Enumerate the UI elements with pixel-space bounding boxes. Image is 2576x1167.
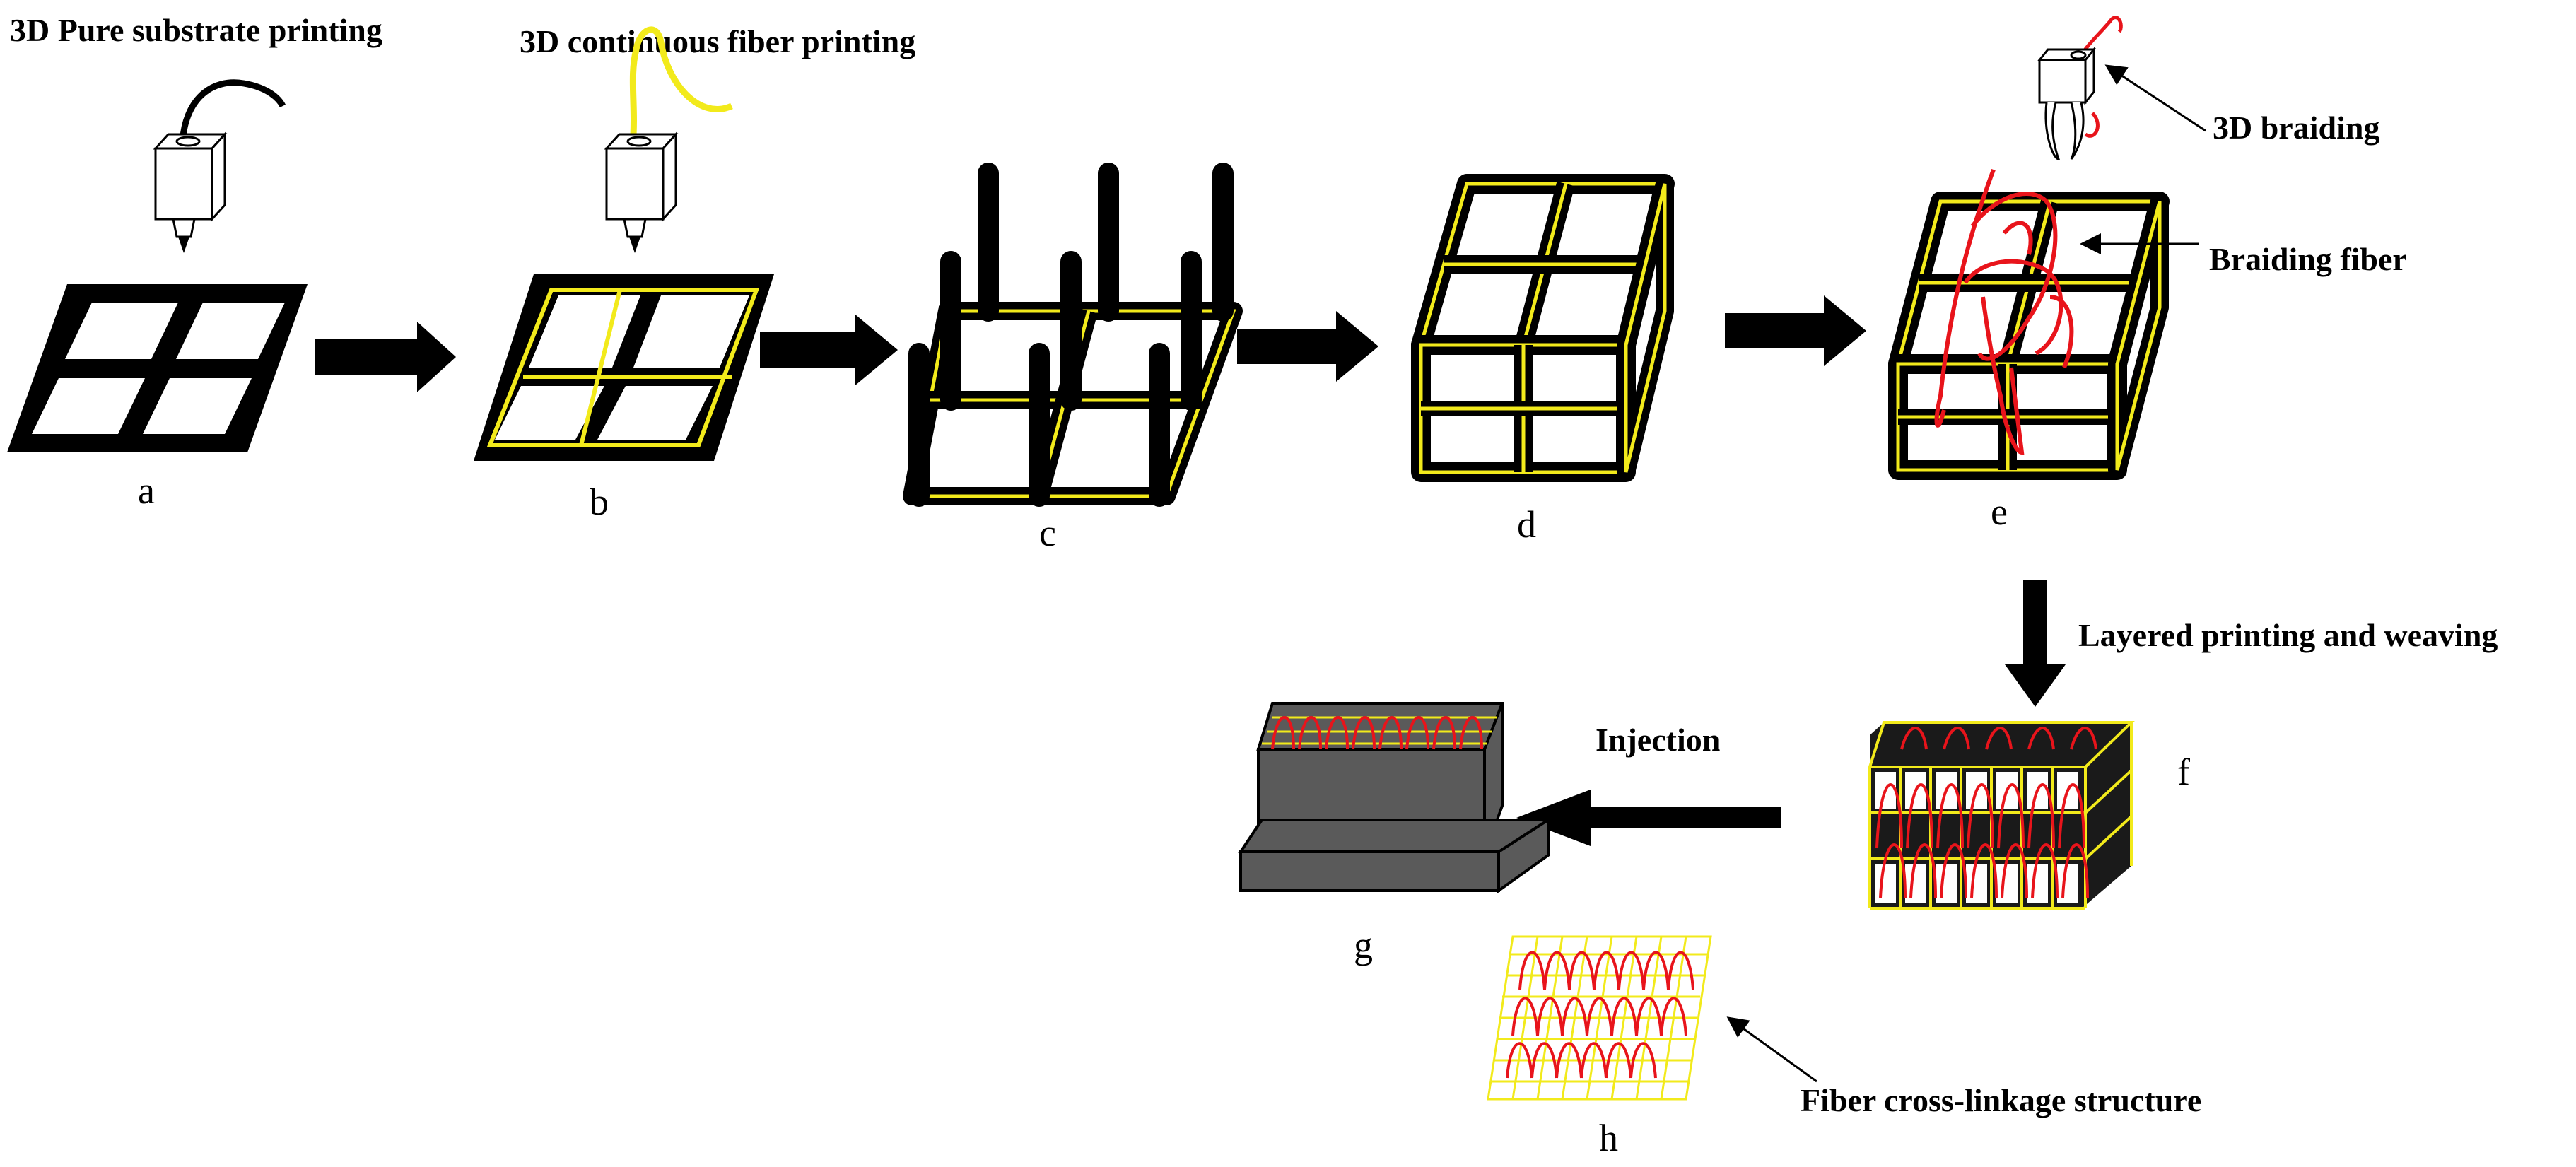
panel-a: a [7, 79, 308, 512]
substrate-grid [7, 284, 308, 452]
panel-label-b: b [590, 481, 609, 523]
vertical-pillars [908, 163, 1234, 507]
black-filament [179, 79, 286, 146]
arrow-f-g [1516, 790, 1781, 846]
panel-label-d: d [1517, 503, 1536, 546]
red-braid-loops [1271, 716, 1483, 750]
layered-label: Layered printing and weaving [2078, 617, 2498, 653]
arrow-b-c [760, 315, 898, 385]
panel-h: h [1487, 935, 1712, 1159]
print-nozzle-icon [153, 131, 228, 253]
panel-label-f: f [2177, 751, 2190, 793]
arrow-c-d [1237, 311, 1378, 382]
fiber-grid [474, 274, 774, 461]
red-braid-loops [1875, 727, 2097, 898]
panel-g: g [1238, 702, 1553, 966]
arrow-a-b [315, 322, 456, 392]
panel-d: d [1411, 174, 1675, 546]
panel-label-c: c [1039, 512, 1056, 554]
panel-label-a: a [138, 469, 155, 512]
panel-f: f [1868, 721, 2190, 910]
braiding-label: 3D braiding [2213, 110, 2379, 146]
braiding-fiber-loops [1934, 168, 2074, 455]
arrow-d-e [1725, 295, 1866, 366]
braiding-fiber-label: Braiding fiber [2209, 241, 2407, 277]
panel-b: b [474, 26, 774, 523]
print-nozzle-icon [604, 131, 679, 253]
panel-c: c [903, 163, 1243, 554]
panel-label-h: h [1599, 1117, 1618, 1159]
cross-linkage-label: Fiber cross-linkage structure [1801, 1082, 2201, 1118]
red-cross-loops [1506, 951, 1694, 1079]
braiding-pointer [2104, 64, 2206, 132]
pure-substrate-label: 3D Pure substrate printing [10, 12, 382, 48]
continuous-fiber-label: 3D continuous fiber printing [520, 23, 915, 59]
panel-label-e: e [1991, 491, 2008, 533]
panel-label-g: g [1354, 924, 1373, 966]
panel-e: e [1888, 16, 2170, 533]
arrow-e-f [2005, 580, 2066, 707]
braiding-head-icon [2037, 46, 2097, 160]
yellow-fiber [629, 26, 733, 146]
injection-label: Injection [1596, 722, 1720, 758]
cross-linkage-pointer [1726, 1016, 1817, 1083]
